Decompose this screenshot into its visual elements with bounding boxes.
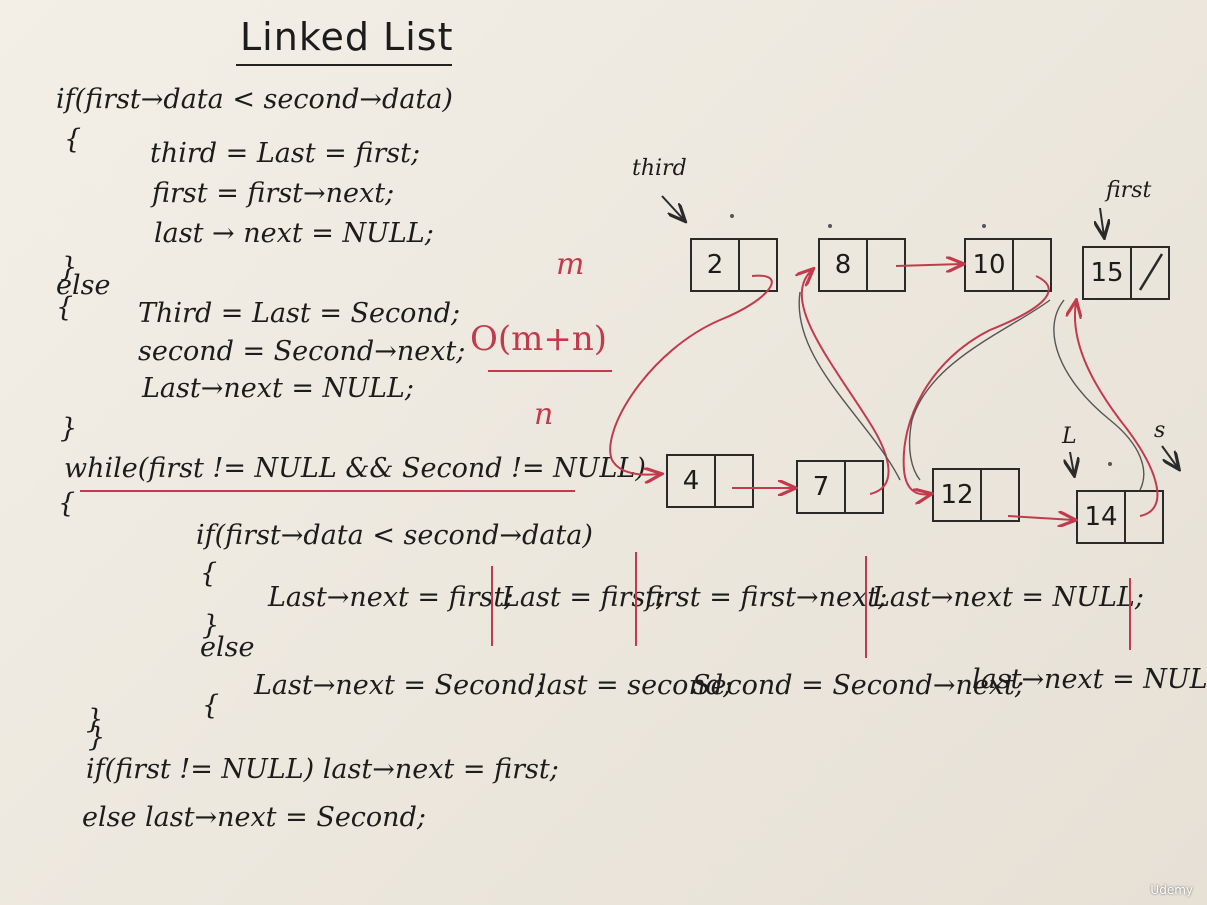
merge-2-to-4 (609, 274, 773, 475)
code-line-13: while(first != NULL && Second != NULL) (64, 453, 646, 484)
dot (1108, 462, 1112, 466)
code-line-4: first = first→next; (152, 178, 395, 209)
label-first: first (1106, 178, 1152, 203)
link-12-14 (1007, 516, 1074, 520)
label-L: L (1062, 424, 1077, 449)
code-line-17a: Last→next = first; (268, 582, 514, 613)
code-line-23: } (88, 722, 106, 753)
node-data: 14 (1078, 492, 1126, 542)
label-m: m (556, 247, 585, 282)
code-line-8: { (56, 292, 74, 323)
code-line-17d: Last→next = NULL; (872, 582, 1144, 613)
code-line-18: } (202, 610, 220, 641)
code-line-24: if(first != NULL) last→next = first; (86, 754, 559, 785)
code-line-2: { (64, 124, 82, 155)
code-line-10: second = Second→next; (138, 336, 466, 367)
first-pointer-arrow (1100, 207, 1104, 236)
code-line-14: { (58, 488, 76, 519)
while-underline (80, 490, 575, 492)
node-data: 8 (820, 240, 868, 290)
code-line-6: } (60, 252, 78, 283)
node-data: 10 (966, 240, 1014, 290)
node-data: 4 (668, 456, 716, 506)
code-line-21b: last = second; (538, 670, 733, 701)
code-line-21d: last→next = NULL; (972, 664, 1207, 695)
code-line-22: } (86, 704, 104, 735)
label-n: n (534, 397, 554, 432)
title-underline (236, 64, 452, 66)
list2-node-1: 4 (666, 454, 754, 508)
list2-node-4: 14 (1076, 490, 1164, 544)
merge-14-to-15 (1075, 302, 1159, 517)
code-line-21c: Second = Second→next; (692, 670, 1025, 701)
code-line-16: { (200, 558, 218, 589)
third-pointer-arrow (661, 195, 684, 220)
dot (730, 214, 734, 218)
code-line-15: if(first→data < second→data) (196, 520, 593, 551)
dot (828, 224, 832, 228)
code-line-11: Last→next = NULL; (142, 373, 414, 404)
merge-7-to-8 (802, 270, 890, 495)
label-third: third (632, 156, 687, 181)
code-line-20: { (202, 690, 220, 721)
code-line-1: if(first→data < second→data) (56, 84, 453, 115)
merge-10-to-12 (902, 275, 1050, 494)
code-line-12: } (60, 413, 78, 444)
page-title: Linked List (240, 15, 454, 59)
code-line-19: else (200, 632, 255, 663)
null-slash-icon (1138, 253, 1164, 291)
link-8-10 (895, 264, 962, 266)
label-s: s (1154, 418, 1166, 443)
node-next (1132, 248, 1168, 298)
complexity-label: O(m+n) (470, 319, 608, 359)
node-data: 7 (798, 462, 846, 512)
complexity-underline (488, 370, 612, 372)
code-line-17c: first = first→next; (645, 582, 888, 613)
code-line-9: Third = Last = Second; (138, 298, 461, 329)
code-line-21a: Last→next = Second; (254, 670, 545, 701)
list1-node-4: 15 (1082, 246, 1170, 300)
node-data: 2 (692, 240, 740, 290)
L-pointer-arrow (1070, 451, 1074, 474)
code-line-7: else (56, 270, 111, 301)
node-data: 15 (1084, 248, 1132, 298)
code-line-25: else last→next = Second; (82, 802, 426, 833)
code-line-5: last → next = NULL; (154, 218, 434, 249)
node-data: 12 (934, 470, 982, 520)
code-line-17b: Last = first; (502, 582, 666, 613)
code-line-3: third = Last = first; (150, 138, 421, 169)
udemy-watermark: Udemy (1150, 883, 1193, 897)
dot (982, 224, 986, 228)
list1-node-1: 2 (690, 238, 778, 292)
s-pointer-arrow (1161, 445, 1178, 468)
